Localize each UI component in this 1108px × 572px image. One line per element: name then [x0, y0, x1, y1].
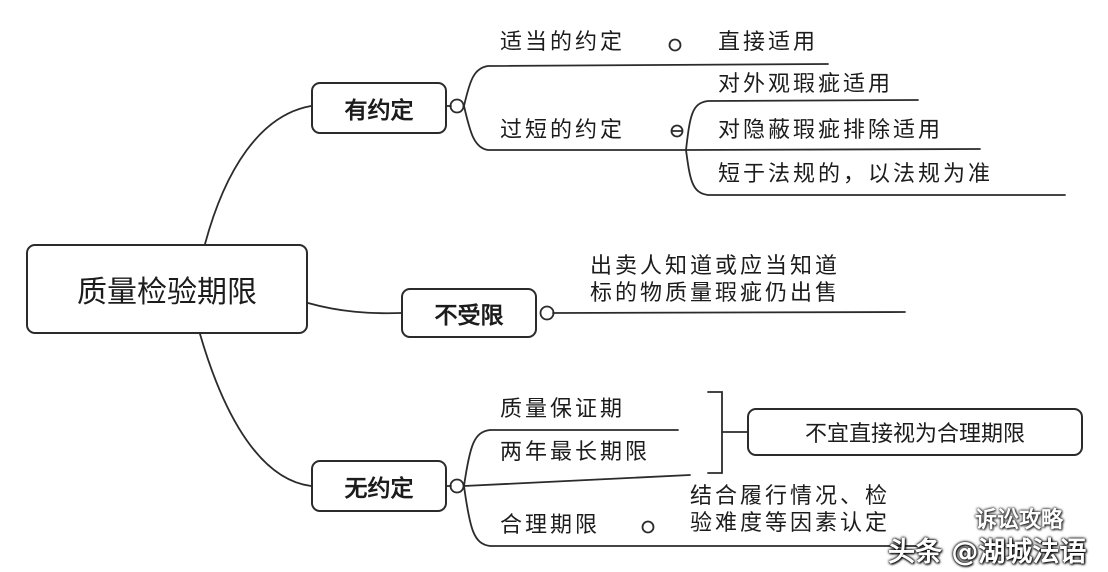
connector-root-unlimited — [307, 302, 402, 315]
collapse-circle-reasonable — [641, 520, 655, 534]
collapse-circle-unlimited — [539, 305, 555, 321]
node-not-reasonable-period[interactable]: 不宜直接视为合理期限 — [747, 408, 1083, 456]
node-exclude-hidden-defects[interactable]: 对隐蔽瑕疵排除适用 — [718, 118, 944, 143]
node-apply-visible-defects[interactable]: 对外观瑕疵适用 — [718, 72, 894, 97]
node-reasonable-period[interactable]: 合理期限 — [500, 513, 601, 538]
branch-node-unlimited[interactable]: 不受限 — [401, 288, 537, 338]
collapse-circle-no-agreement — [449, 478, 465, 494]
connector-root-agreed — [204, 105, 312, 245]
root-label: 质量检验期限 — [77, 275, 257, 310]
branch-label-no-agreement: 无约定 — [344, 476, 414, 502]
collapse-circle-agreed — [449, 98, 465, 114]
watermark-main: 头条 @湖城法语 — [888, 537, 1087, 568]
branch-label-agreed: 有约定 — [344, 98, 414, 124]
watermark-faded: 诉讼攻略 — [975, 508, 1064, 533]
node-direct-apply[interactable]: 直接适用 — [718, 30, 819, 55]
node-too-short-agreement[interactable]: 过短的约定 — [500, 118, 626, 143]
branch-node-no-agreement[interactable]: 无约定 — [311, 460, 447, 512]
node-warranty-period[interactable]: 质量保证期 — [500, 397, 626, 422]
note-reasonable-line2: 验难度等因素认定 — [690, 511, 891, 536]
note-reasonable-line1: 结合履行情况、检 — [690, 484, 891, 509]
node-statute-prevails[interactable]: 短于法规的，以法规为准 — [718, 162, 994, 187]
branch-label-unlimited: 不受限 — [434, 303, 504, 329]
branch-node-agreed[interactable]: 有约定 — [311, 82, 447, 134]
note-unlimited-line2: 标的物质量瑕疵仍出售 — [590, 281, 841, 306]
bracket — [707, 391, 723, 474]
collapse-circle-appropriate — [668, 38, 682, 52]
node-appropriate-agreement[interactable]: 适当的约定 — [500, 30, 626, 55]
connector-root-no-agreement — [199, 333, 312, 487]
note-not-reasonable-label: 不宜直接视为合理期限 — [804, 422, 1025, 447]
note-unlimited-line1: 出卖人知道或应当知道 — [590, 254, 841, 279]
node-two-year-limit[interactable]: 两年最长期限 — [500, 440, 651, 465]
root-node[interactable]: 质量检验期限 — [26, 244, 308, 334]
